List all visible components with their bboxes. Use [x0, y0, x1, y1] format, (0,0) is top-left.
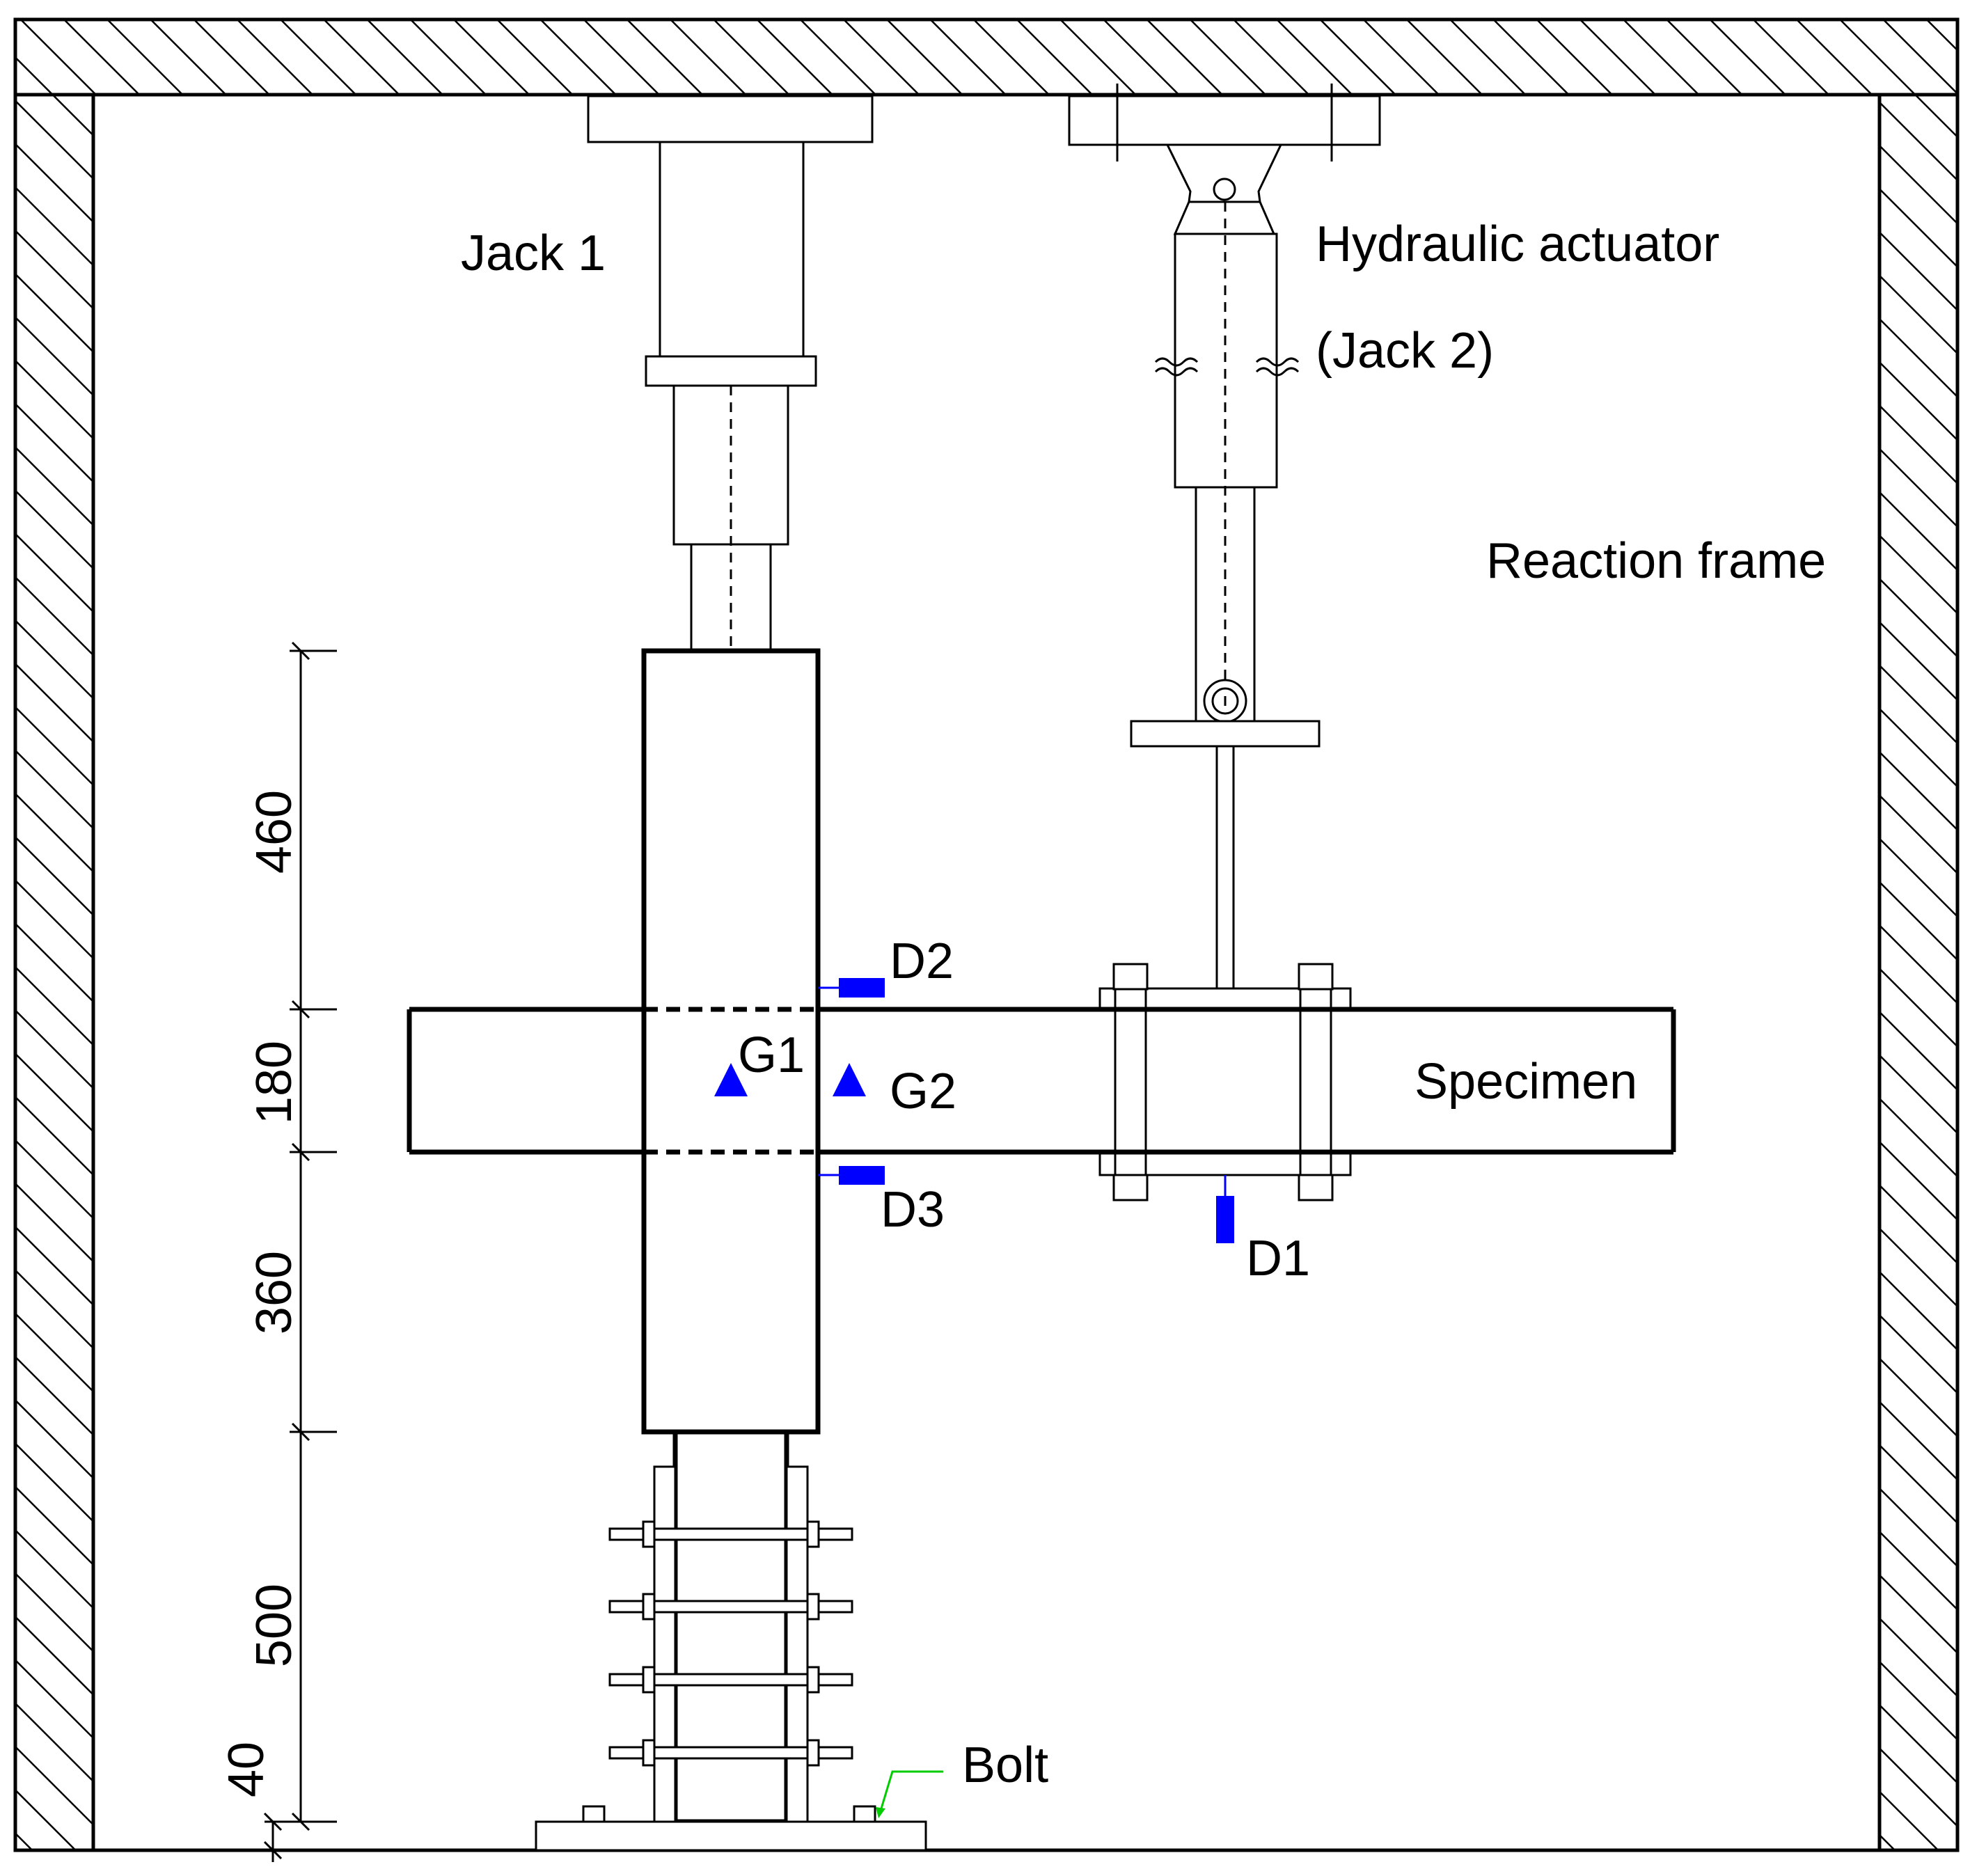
dimension-40: 40	[219, 1742, 274, 1797]
jack-1	[587, 95, 874, 652]
dimension-line	[263, 641, 337, 1862]
break-symbol-left	[1154, 357, 1199, 377]
base-support	[535, 1465, 927, 1852]
specimen-beam	[407, 1007, 1676, 1155]
gauge-g1-icon	[714, 1063, 748, 1096]
label-d1: D1	[1246, 1231, 1310, 1286]
displacement-sensor-d1	[1216, 1175, 1234, 1243]
tie-rods	[608, 1520, 853, 1767]
label-d2: D2	[890, 933, 954, 989]
label-d3: D3	[881, 1182, 945, 1238]
break-symbol-right	[1255, 357, 1300, 377]
frame-left-column	[13, 93, 95, 1852]
frame-top-beam	[13, 17, 1960, 97]
label-g2: G2	[890, 1064, 956, 1119]
displacement-sensor-d3	[818, 1166, 885, 1185]
hydraulic-actuator	[1068, 84, 1381, 990]
beam-clamp	[1098, 963, 1352, 1201]
label-bolt: Bolt	[962, 1737, 1048, 1793]
bolt-leader	[876, 1770, 943, 1818]
dimension-500: 500	[246, 1584, 302, 1667]
label-g1: G1	[738, 1027, 805, 1083]
reaction-frame	[13, 17, 1960, 1852]
gauge-g2-icon	[833, 1063, 866, 1096]
dimension-360: 360	[246, 1251, 302, 1334]
label-reaction-frame: Reaction frame	[1486, 533, 1826, 589]
label-hydraulic-actuator: Hydraulic actuator	[1316, 216, 1719, 272]
dimension-460: 460	[246, 790, 302, 874]
frame-right-column	[1877, 93, 1960, 1852]
label-specimen: Specimen	[1415, 1054, 1637, 1110]
label-jack-2: (Jack 2)	[1316, 323, 1494, 379]
dimension-180: 180	[246, 1041, 302, 1124]
label-jack-1: Jack 1	[461, 226, 606, 281]
displacement-sensor-d2	[818, 978, 885, 998]
